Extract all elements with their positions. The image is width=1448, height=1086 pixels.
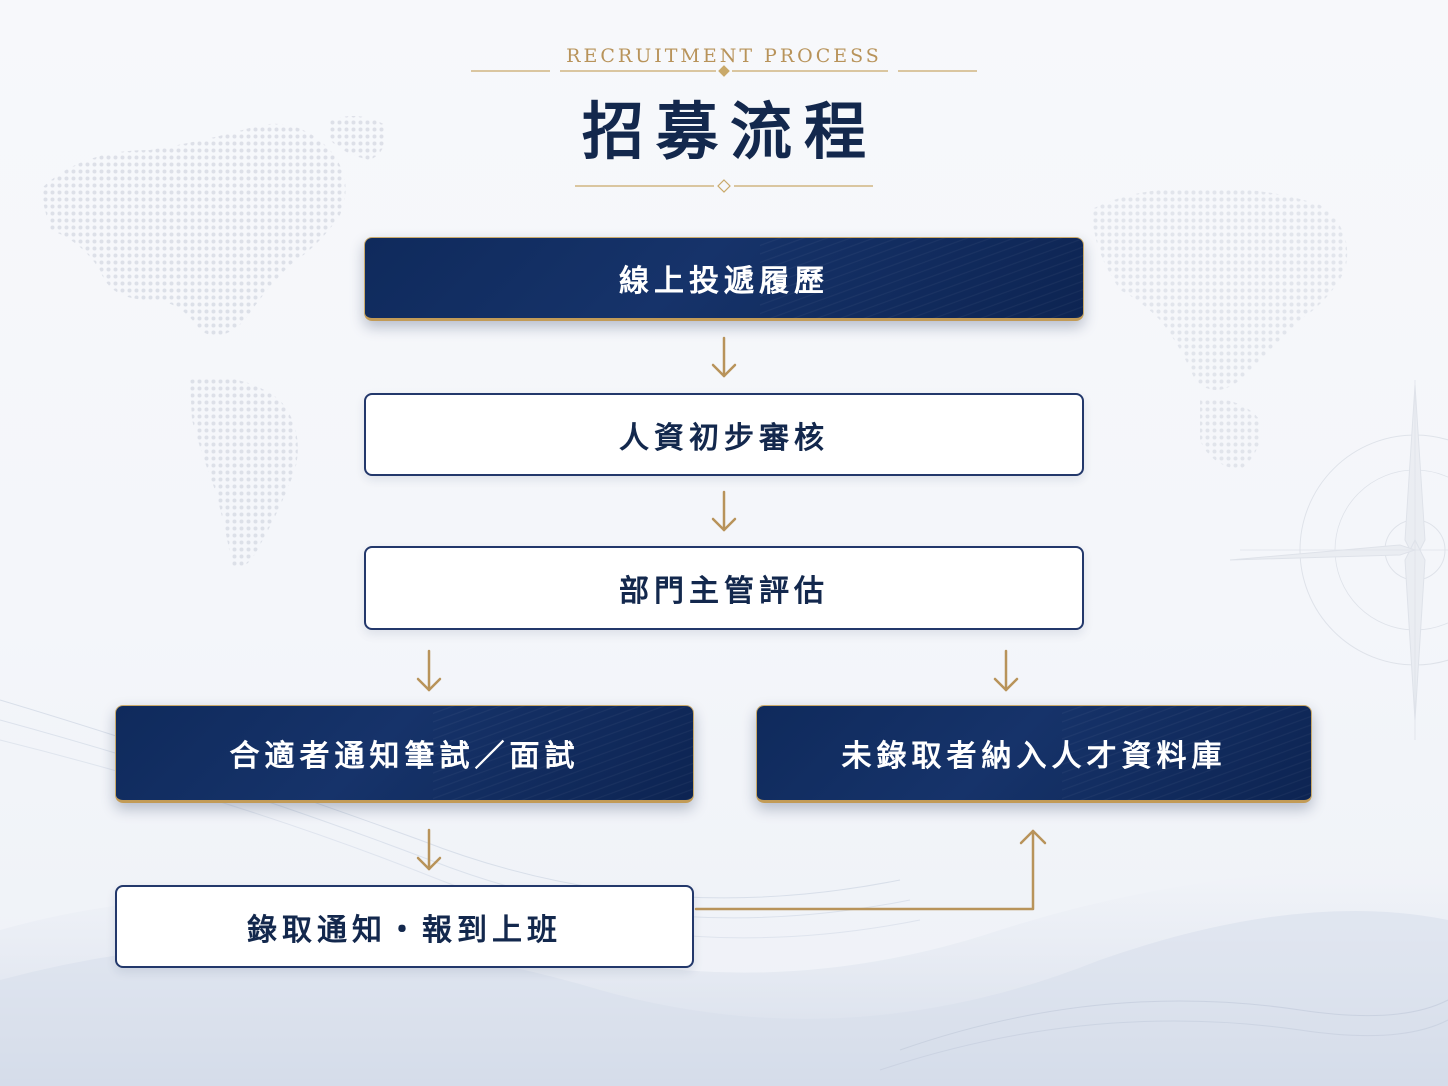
step-box-exam-interview: 合適者通知筆試／面試 (115, 705, 694, 803)
arrow-elbow-up-icon (694, 829, 1047, 911)
step-box-offer-onboarding: 錄取通知・報到上班 (115, 885, 694, 968)
step-label: 未錄取者納入人才資料庫 (841, 739, 1227, 774)
step-box-talent-pool: 未錄取者納入人才資料庫 (756, 705, 1312, 803)
step-label: 線上投遞履歷 (619, 264, 829, 299)
arrow-down-icon (993, 649, 1019, 692)
step-label: 人資初步審核 (619, 420, 829, 456)
arrow-down-icon (416, 649, 442, 692)
world-map-dots (40, 116, 386, 568)
arrow-down-icon (711, 336, 737, 378)
step-label: 錄取通知・報到上班 (247, 912, 562, 948)
step-box-manager-evaluation: 部門主管評估 (364, 546, 1084, 630)
world-map-dots-right (1090, 189, 1348, 470)
arrow-down-icon (711, 490, 737, 532)
header-bottom-diamond-icon (717, 179, 731, 193)
page-title: 招募流程 (581, 95, 878, 168)
step-label: 合適者通知筆試／面試 (229, 739, 580, 774)
arrow-down-icon (416, 828, 442, 871)
compass-decoration (1229, 380, 1448, 740)
step-box-online-application: 線上投遞履歷 (364, 237, 1084, 321)
header-subtitle: RECRUITMENT PROCESS (566, 45, 882, 67)
step-box-hr-screening: 人資初步審核 (364, 393, 1084, 476)
step-label: 部門主管評估 (619, 574, 829, 609)
